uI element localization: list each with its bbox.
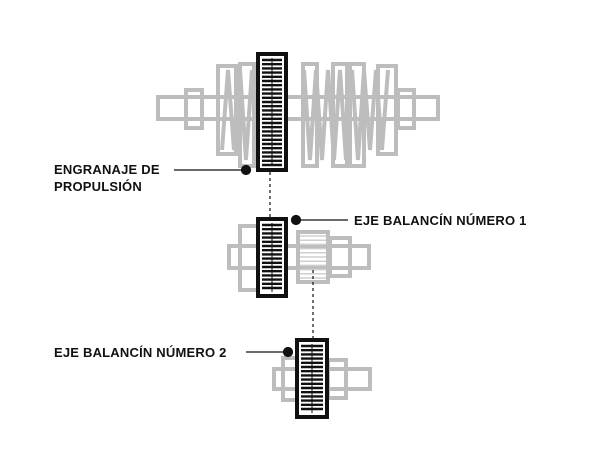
balance-shaft-2-end-left — [281, 356, 299, 402]
crankshaft-assembly — [156, 62, 440, 168]
mesh-connectors — [269, 172, 314, 340]
crankshaft-end-boss-left — [184, 88, 204, 130]
crankshaft-counterweight-left — [220, 69, 254, 161]
balance-shaft-1-assembly — [227, 224, 371, 292]
crankshaft-main-journal — [156, 95, 440, 121]
balance-shaft-1-end-right — [328, 236, 352, 278]
label-balance-shaft-2: EJE BALANCÍN NÚMERO 2 — [54, 345, 227, 360]
label-drive-gear-line-1: ENGRANAJE DE — [54, 162, 160, 177]
balance-shaft-2-end-right — [326, 358, 348, 400]
label-drive-gear: ENGRANAJE DE PROPULSIÓN — [54, 161, 160, 195]
crankshaft-counterweight-right — [302, 69, 390, 161]
leader-balance-shaft-2-dot — [282, 346, 294, 358]
leader-drive-gear-dot — [240, 164, 252, 176]
leader-lines — [174, 164, 348, 358]
label-balance-shaft-1: EJE BALANCÍN NÚMERO 1 — [354, 213, 527, 228]
balance-shaft-2-gear — [295, 338, 329, 419]
label-drive-gear-line-2: PROPULSIÓN — [54, 179, 142, 194]
balance-shaft-1-gear — [256, 217, 288, 298]
drive-gear — [256, 52, 288, 172]
leader-balance-shaft-1-dot — [290, 214, 302, 226]
